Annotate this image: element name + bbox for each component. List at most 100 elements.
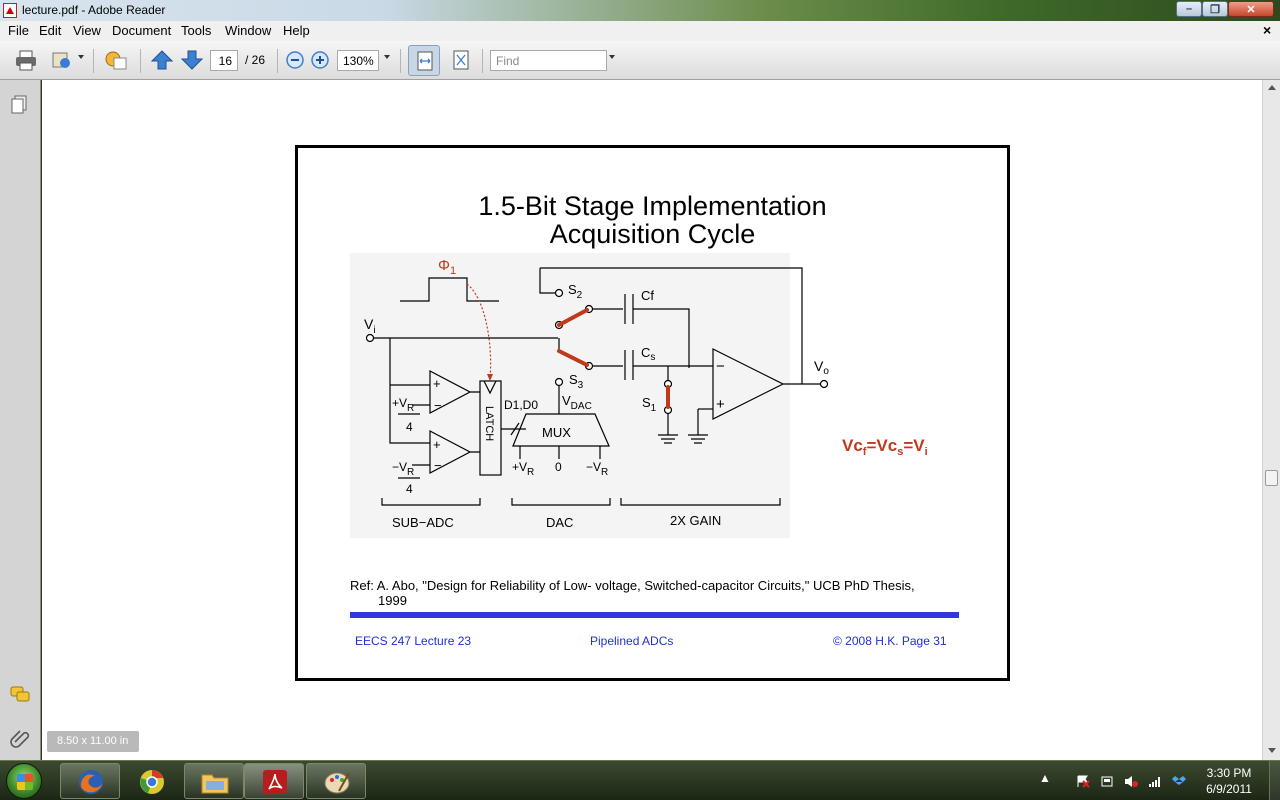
toolbar-separator xyxy=(482,49,483,73)
svg-text:VDAC: VDAC xyxy=(562,393,592,412)
pdf-app-icon xyxy=(3,3,17,18)
close-icon: ✕ xyxy=(1246,4,1256,16)
svg-text:+VR: +VR xyxy=(512,460,534,478)
comparator-minus-1: − xyxy=(434,398,442,413)
phi-subscript: 1 xyxy=(450,265,456,277)
mux-plus-vr-label: +V xyxy=(512,460,527,474)
comparator-minus-2: − xyxy=(434,458,442,473)
equation-vc: Vc xyxy=(842,436,863,455)
switch-terminals xyxy=(365,288,829,415)
menu-view[interactable]: View xyxy=(73,23,101,38)
plus-vr-subscript: R xyxy=(407,403,414,414)
previous-page-icon[interactable] xyxy=(150,49,174,71)
zoom-dropdown-icon[interactable] xyxy=(384,55,390,59)
vertical-scrollbar[interactable] xyxy=(1262,80,1280,760)
minimize-icon: – xyxy=(1185,3,1193,15)
scroll-up-icon[interactable] xyxy=(1268,85,1276,90)
show-hidden-icons[interactable]: ▲ xyxy=(1039,771,1051,785)
switch-input xyxy=(557,349,589,367)
device-icon[interactable] xyxy=(1100,775,1114,788)
d1d0-label: D1,D0 xyxy=(504,398,538,412)
plus-vr-label: +V xyxy=(392,396,407,410)
mux-label: MUX xyxy=(542,425,571,440)
equation-s-sub: s xyxy=(897,446,903,458)
menu-file[interactable]: File xyxy=(8,23,29,38)
vo-subscript: o xyxy=(823,366,829,377)
footer-rule xyxy=(350,612,959,618)
chrome-taskbar-button[interactable] xyxy=(122,763,182,799)
zoom-in-icon[interactable] xyxy=(309,49,333,71)
title-bar: lecture.pdf - Adobe Reader – ❐ ✕ xyxy=(0,0,1280,21)
adobe-reader-icon xyxy=(263,770,287,794)
print-icon[interactable] xyxy=(14,49,38,71)
menu-help[interactable]: Help xyxy=(283,23,310,38)
attachments-icon[interactable] xyxy=(9,726,31,748)
maximize-button[interactable]: ❐ xyxy=(1202,1,1228,17)
four-label-2: 4 xyxy=(406,482,413,496)
paint-taskbar-button[interactable] xyxy=(306,763,366,799)
comparator-plus-1: + xyxy=(433,376,441,391)
s1-subscript: 1 xyxy=(651,403,657,414)
svg-text:Cs: Cs xyxy=(641,345,655,363)
find-input[interactable]: Find xyxy=(490,50,607,71)
minimize-button[interactable]: – xyxy=(1176,1,1202,17)
zoom-level-input[interactable]: 130% xyxy=(337,50,379,71)
menu-window[interactable]: Window xyxy=(225,23,272,38)
footer-course: EECS 247 Lecture 23 xyxy=(355,634,472,648)
menu-tools[interactable]: Tools xyxy=(181,23,212,38)
equation-i-sub: i xyxy=(925,446,928,458)
vdac-label: V xyxy=(562,393,571,408)
pages-icon[interactable] xyxy=(9,94,31,116)
next-page-icon[interactable] xyxy=(180,49,204,71)
show-desktop-button[interactable] xyxy=(1269,761,1280,800)
equation-f-sub: f xyxy=(863,446,867,458)
adobe-reader-taskbar-button[interactable] xyxy=(244,763,304,799)
dac-label: DAC xyxy=(546,515,573,530)
clock-date[interactable]: 6/9/2011 xyxy=(1206,782,1252,796)
restore-icon: ❐ xyxy=(1210,4,1220,16)
taskbar: ▲ 3:30 PM 6/9/2011 xyxy=(0,760,1280,800)
gain-label: 2X GAIN xyxy=(670,513,721,528)
mux-minus-vr-label: −V xyxy=(586,460,601,474)
clock-time[interactable]: 3:30 PM xyxy=(1206,766,1252,780)
network-signal-icon[interactable] xyxy=(1148,775,1162,788)
page-number-input[interactable]: 16 xyxy=(210,50,238,71)
close-button[interactable]: ✕ xyxy=(1228,1,1274,17)
cs-label: C xyxy=(641,345,650,360)
menu-edit[interactable]: Edit xyxy=(39,23,62,38)
four-label: 4 xyxy=(406,420,413,434)
cf-label: Cf xyxy=(641,288,654,303)
dropbox-icon[interactable] xyxy=(1172,775,1186,788)
toolbar-separator xyxy=(93,49,94,73)
equation-eq2: =V xyxy=(903,436,925,455)
latch-label: LATCH xyxy=(483,406,495,441)
paint-palette-icon xyxy=(324,772,350,794)
fit-page-icon[interactable] xyxy=(449,49,473,71)
reference-line-1: Ref: A. Abo, "Design for Reliability of … xyxy=(350,578,915,593)
zoom-out-icon[interactable] xyxy=(284,49,308,71)
scroll-down-icon[interactable] xyxy=(1268,748,1276,753)
start-button[interactable] xyxy=(6,763,42,799)
share-dropdown-icon[interactable] xyxy=(78,55,84,59)
action-center-flag-icon[interactable] xyxy=(1076,775,1090,788)
footer-topic: Pipelined ADCs xyxy=(590,634,674,648)
collaborate-icon[interactable] xyxy=(104,49,128,71)
fit-width-button[interactable] xyxy=(408,45,440,76)
share-icon[interactable] xyxy=(50,49,74,71)
chrome-icon xyxy=(140,770,164,794)
toolbar-separator xyxy=(400,49,401,73)
svg-text:S3: S3 xyxy=(569,372,584,391)
close-document-icon[interactable]: × xyxy=(1263,22,1272,38)
phi-label: Φ xyxy=(438,257,450,274)
switches xyxy=(557,308,670,409)
scroll-thumb[interactable] xyxy=(1265,470,1278,486)
comments-icon[interactable] xyxy=(9,683,31,705)
firefox-taskbar-button[interactable] xyxy=(60,763,120,799)
find-dropdown-icon[interactable] xyxy=(609,55,615,59)
circuit-diagram: Φ1 Vi S2 Cf Cs S3 S1 Vo VDAC D1,D0 MUX +… xyxy=(350,253,928,538)
circuit-wires xyxy=(370,267,822,506)
explorer-taskbar-button[interactable] xyxy=(184,763,244,799)
menu-document[interactable]: Document xyxy=(112,23,172,38)
volume-muted-icon[interactable] xyxy=(1124,775,1138,788)
firefox-icon xyxy=(79,770,103,794)
